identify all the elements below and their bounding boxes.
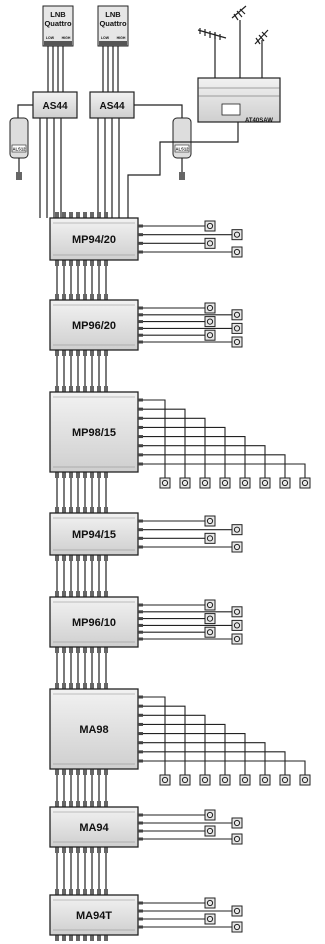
outlet-8-3 [204, 913, 216, 925]
outlet-5-2 [231, 606, 243, 618]
multiswitch-4-label: MP94/15 [72, 529, 116, 541]
psu-als12-1: ALS12 [9, 104, 33, 180]
outlet-6-8 [299, 774, 311, 786]
lnb-2-line1: LNB [105, 10, 121, 19]
outlet-5-4 [231, 619, 243, 631]
outlet-3-1 [159, 477, 171, 489]
psu-als12-2: ALS12 [134, 104, 192, 180]
outlet-3-5 [239, 477, 251, 489]
multiswitch-2: MP96/20 [49, 266, 232, 356]
multiswitch-6-label: MA98 [79, 724, 108, 736]
outlet-4-4 [231, 541, 243, 553]
outlet-2-4 [231, 322, 243, 334]
multiswitch-5: MP96/10 [49, 561, 232, 653]
outlet-6-7 [279, 774, 291, 786]
multiswitch-8: MA94T [49, 853, 232, 941]
outlet-8-1 [204, 897, 216, 909]
lnb-2-low: LOW [101, 36, 110, 40]
outlet-7-2 [231, 817, 243, 829]
multiswitch-5-label: MP96/10 [72, 617, 116, 629]
outlet-3-8 [299, 477, 311, 489]
outlet-1-3 [204, 237, 216, 249]
lnb-quattro-2: LNB Quattro LOW HIGH [97, 5, 129, 47]
outlet-7-1 [204, 809, 216, 821]
outlet-7-3 [204, 825, 216, 837]
multiswitch-1: MP94/20 [49, 212, 232, 266]
outlet-6-1 [159, 774, 171, 786]
outlet-6-3 [199, 774, 211, 786]
switch-as44-1: AS44 [32, 91, 78, 119]
outlet-1-1 [204, 220, 216, 232]
multiswitch-cascade: MP94/20MP96/20MP98/15MP94/15MP96/10MA98M… [49, 212, 311, 941]
multiswitch-8-label: MA94T [76, 910, 112, 922]
outlet-6-6 [259, 774, 271, 786]
lnb-1-line1: LNB [50, 10, 66, 19]
multiswitch-3: MP98/15 [49, 356, 306, 478]
outlet-3-4 [219, 477, 231, 489]
outlet-5-1 [204, 599, 216, 611]
outlet-5-3 [204, 613, 216, 625]
outlet-2-2 [231, 309, 243, 321]
multiswitch-2-label: MP96/20 [72, 320, 116, 332]
lnb-2-high: HIGH [117, 36, 126, 40]
terrestrial-cable [127, 122, 239, 218]
lnb-2-line2: Quattro [99, 19, 127, 28]
outlet-3-3 [199, 477, 211, 489]
amplifier-label: AT40SAW [245, 118, 273, 124]
psu-2-label: ALS12 [175, 147, 189, 152]
outlet-7-4 [231, 833, 243, 845]
multiswitch-7-label: MA94 [79, 822, 109, 834]
outlet-3-2 [179, 477, 191, 489]
multiswitch-6: MA98 [49, 653, 306, 775]
amplifier-at40saw: AT40SAW [197, 77, 281, 124]
outlet-6-4 [219, 774, 231, 786]
sat-trunk-cables [39, 118, 120, 218]
psu-1-label: ALS12 [12, 147, 26, 152]
switch-as44-2: AS44 [89, 91, 135, 119]
outlet-5-5 [204, 626, 216, 638]
multiswitch-3-label: MP98/15 [72, 427, 116, 439]
lnb-1-line2: Quattro [44, 19, 72, 28]
outlet-3-6 [259, 477, 271, 489]
lnb-cables [47, 46, 119, 92]
multiswitch-1-label: MP94/20 [72, 234, 116, 246]
outlet-6-2 [179, 774, 191, 786]
switch-1-label: AS44 [42, 101, 67, 112]
outlet-8-2 [231, 905, 243, 917]
multiswitch-7: MA94 [49, 775, 232, 853]
switch-2-label: AS44 [99, 101, 124, 112]
terrestrial-antennas [197, 5, 269, 78]
outlet-2-1 [204, 302, 216, 314]
outlet-2-6 [231, 336, 243, 348]
outlet-3-7 [279, 477, 291, 489]
outlet-4-1 [204, 515, 216, 527]
lnb-1-low: LOW [46, 36, 55, 40]
multiswitch-4: MP94/15 [49, 478, 232, 561]
outlet-6-5 [239, 774, 251, 786]
outlet-1-2 [231, 229, 243, 241]
outlet-4-3 [204, 532, 216, 544]
outlet-2-5 [204, 329, 216, 341]
outlet-5-6 [231, 633, 243, 645]
outlet-4-2 [231, 524, 243, 536]
outlet-2-3 [204, 316, 216, 328]
lnb-1-high: HIGH [62, 36, 71, 40]
lnb-quattro-1: LNB Quattro LOW HIGH [42, 5, 74, 47]
outlet-8-4 [231, 921, 243, 933]
outlet-1-4 [231, 246, 243, 258]
